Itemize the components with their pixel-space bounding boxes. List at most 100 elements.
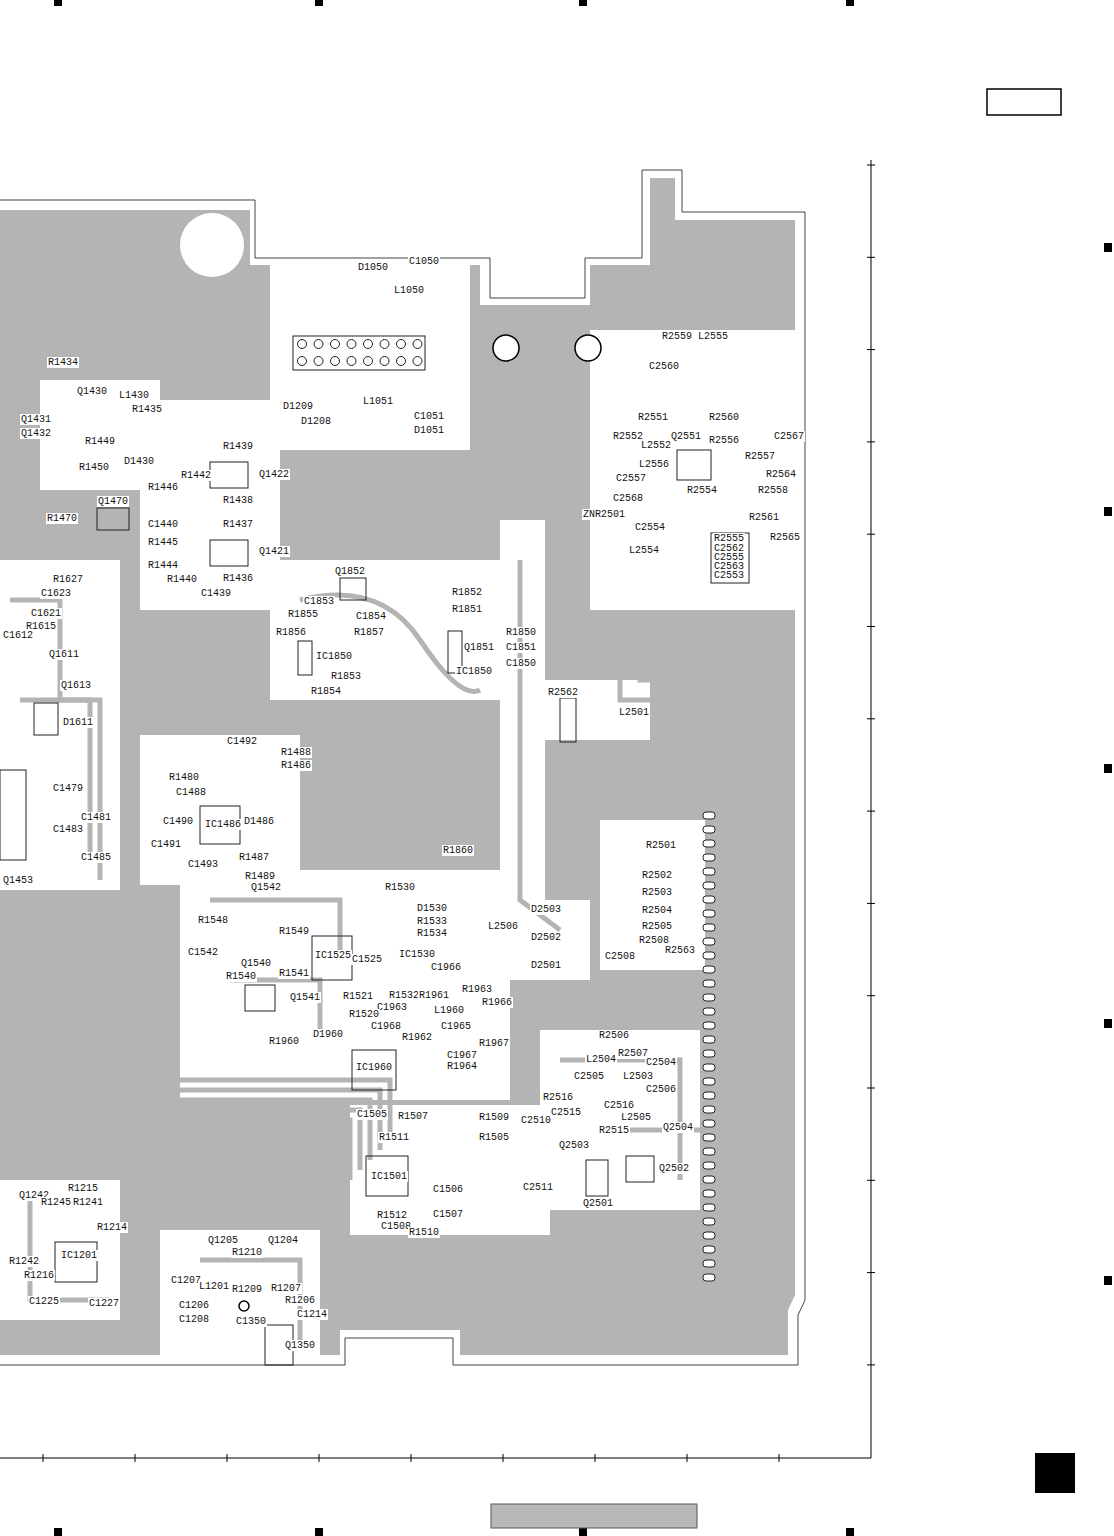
ruler-tick — [867, 1180, 875, 1181]
part-label: Q2501 — [582, 1198, 614, 1209]
part-label: D1209 — [282, 401, 314, 412]
part-label: C1623 — [40, 588, 72, 599]
part-label: Q1422 — [258, 469, 290, 480]
header-pin — [380, 357, 389, 366]
header-pin — [298, 357, 307, 366]
part-label: R1521 — [342, 991, 374, 1002]
part-label: C1479 — [52, 783, 84, 794]
part-label: L1201 — [198, 1281, 230, 1292]
edge-pad — [703, 1162, 715, 1169]
mounting-holes — [239, 335, 601, 1311]
part-label: R1856 — [275, 627, 307, 638]
part-label: R2557 — [744, 451, 776, 462]
part-label: C1490 — [162, 816, 194, 827]
edge-pad — [703, 1022, 715, 1029]
part-label: R2559 — [661, 331, 693, 342]
ruler-tick — [779, 1454, 780, 1462]
part-label: R1533 — [416, 916, 448, 927]
part-label: Q1540 — [240, 958, 272, 969]
ruler-tick — [227, 1454, 228, 1462]
part-label: D2503 — [530, 904, 562, 915]
part-label: R1530 — [384, 882, 416, 893]
ruler-tick — [867, 1272, 875, 1273]
header-pin — [364, 357, 373, 366]
edge-pad — [703, 1036, 715, 1043]
part-label: R1440 — [166, 574, 198, 585]
part-label: C1440 — [147, 519, 179, 530]
edge-pad — [703, 812, 715, 819]
part-label: C1965 — [440, 1021, 472, 1032]
part-label: IC1201 — [60, 1250, 98, 1261]
ruler-tick — [867, 1088, 875, 1089]
ruler-tick — [867, 903, 875, 904]
part-label: Q1852 — [334, 566, 366, 577]
part-label: C2511 — [522, 1182, 554, 1193]
part-label: R2506 — [598, 1030, 630, 1041]
part-label: C1439 — [200, 588, 232, 599]
part-label: R1851 — [451, 604, 483, 615]
part-label: C1612 — [2, 630, 34, 641]
header-pin — [331, 340, 340, 349]
part-label: C1966 — [430, 962, 462, 973]
connector-pads — [293, 336, 715, 1281]
part-label: Q2504 — [662, 1122, 694, 1133]
edge-pad — [703, 896, 715, 903]
part-label: R1511 — [378, 1132, 410, 1143]
part-label: IC1530 — [398, 949, 436, 960]
part-label: L2504 — [585, 1054, 617, 1065]
part-label: R1487 — [238, 852, 270, 863]
part-label: R2501 — [645, 840, 677, 851]
part-label: R1242 — [8, 1256, 40, 1267]
edge-pad — [703, 980, 715, 987]
part-label: C1853 — [303, 596, 335, 607]
part-label: R1444 — [147, 560, 179, 571]
part-label: C1542 — [187, 947, 219, 958]
part-label: C1525 — [351, 954, 383, 965]
ruler-tick — [867, 718, 875, 719]
part-label: R1207 — [270, 1283, 302, 1294]
part-label: C1488 — [175, 787, 207, 798]
part-label: D1208 — [300, 416, 332, 427]
footer-bar — [491, 1504, 697, 1528]
part-label: Q1611 — [48, 649, 80, 660]
part-label: C2554 — [634, 522, 666, 533]
part-label: C1507 — [432, 1209, 464, 1220]
part-label: R1209 — [231, 1284, 263, 1295]
part-label: D1050 — [357, 262, 389, 273]
part-label: C1967 — [446, 1050, 478, 1061]
part-label: D2501 — [530, 960, 562, 971]
part-label: L2503 — [622, 1071, 654, 1082]
part-label: R2562 — [547, 687, 579, 698]
part-label: R1489 — [244, 871, 276, 882]
header-pin — [298, 340, 307, 349]
part-label: Q2502 — [658, 1163, 690, 1174]
part-label: R2502 — [641, 870, 673, 881]
part-label: IC1486 — [204, 819, 242, 830]
part-label: R1534 — [416, 928, 448, 939]
part-label: ZNR2501 — [582, 509, 626, 520]
part-label: R1439 — [222, 441, 254, 452]
part-label: R1509 — [478, 1112, 510, 1123]
part-label: Q1432 — [20, 428, 52, 439]
edge-pad — [703, 1246, 715, 1253]
part-label: R1860 — [442, 845, 474, 856]
part-label: R1520 — [348, 1009, 380, 1020]
header-pin — [347, 340, 356, 349]
part-label: Q1350 — [284, 1340, 316, 1351]
part-label: Q1431 — [20, 414, 52, 425]
edge-pad — [703, 1148, 715, 1155]
part-label: D1960 — [312, 1029, 344, 1040]
part-label: R1488 — [280, 747, 312, 758]
ruler-tick — [867, 1364, 875, 1365]
part-label: R2565 — [769, 532, 801, 543]
part-label: R1853 — [330, 671, 362, 682]
part-label: IC1525 — [314, 950, 352, 961]
part-label: D1611 — [62, 717, 94, 728]
part-label: C1621 — [30, 608, 62, 619]
part-label: C2557 — [615, 473, 647, 484]
part-label: C1483 — [52, 824, 84, 835]
header-pin — [314, 340, 323, 349]
part-label: R1470 — [46, 513, 78, 524]
part-label: R1967 — [478, 1038, 510, 1049]
